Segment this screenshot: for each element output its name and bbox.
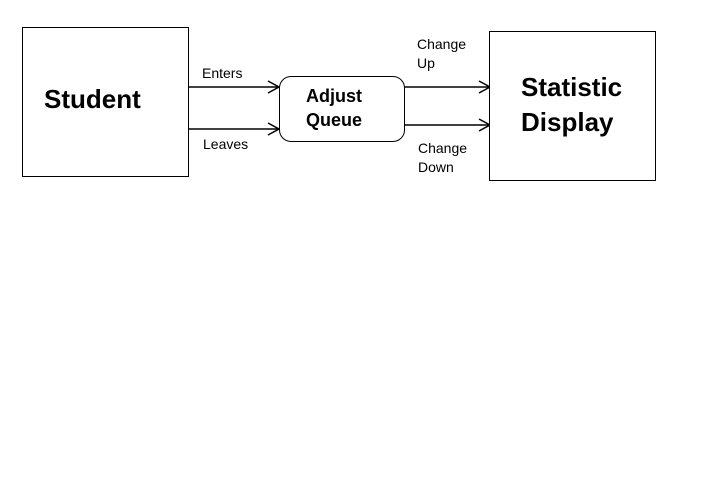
change-down-label-line1: Change	[418, 140, 468, 156]
leaves-label: Leaves	[203, 136, 249, 152]
student-label: Student	[44, 84, 141, 114]
change-up-label-line1: Change	[417, 36, 467, 52]
change-up-label: Change Up	[417, 35, 466, 73]
enters-label: Enters	[202, 65, 243, 81]
statistic-display-label-line2: Display	[521, 107, 614, 137]
statistic-display-box	[489, 31, 656, 181]
adjust-queue-box	[279, 76, 405, 142]
adjust-queue-label-line2: Queue	[306, 110, 363, 130]
adjust-queue-label-line1: Adjust	[306, 86, 362, 106]
change-up-label-line2: Up	[417, 55, 435, 71]
student-box	[22, 27, 189, 177]
change-down-label: Change Down	[418, 139, 467, 177]
statistic-display-label-line1: Statistic	[521, 72, 623, 102]
statistic-display-label: Statistic Display	[521, 70, 622, 140]
change-down-label-line2: Down	[418, 159, 454, 175]
adjust-queue-label: Adjust Queue	[306, 84, 362, 132]
